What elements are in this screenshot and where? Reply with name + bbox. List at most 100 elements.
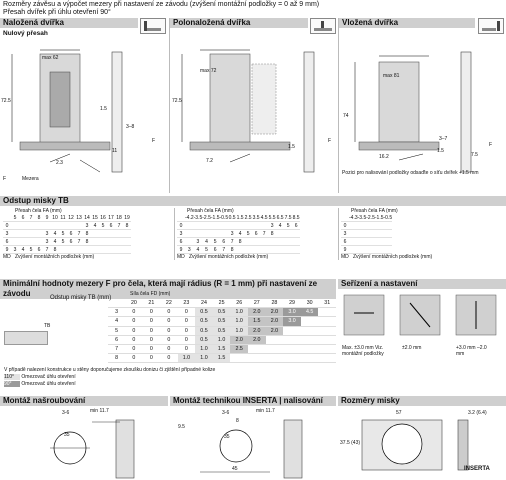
grid-cell: 4 xyxy=(51,237,59,246)
grid-cell xyxy=(115,237,123,246)
minimal-cell xyxy=(283,326,301,336)
hinge-drawing-3 xyxy=(354,51,472,173)
minimal-cell xyxy=(283,335,301,345)
grid-cell xyxy=(374,237,384,246)
grid-cell xyxy=(244,245,253,254)
dim: 9.5 xyxy=(178,424,185,430)
minimal-cell: 2.0 xyxy=(265,316,284,327)
minimal-cell xyxy=(265,335,284,345)
grid-col-header: 6 xyxy=(19,214,27,222)
grid-cell xyxy=(284,229,293,238)
screw-mount-drawing xyxy=(50,419,135,479)
grid-cell xyxy=(193,221,203,230)
grid-cell xyxy=(383,245,393,254)
grid-cell xyxy=(284,237,293,246)
minimal-cell xyxy=(283,353,301,364)
grid-cell xyxy=(185,229,194,238)
header-line-1: Rozměry závěsu a výpočet mezery při nast… xyxy=(3,1,320,8)
dim-f: F xyxy=(328,138,332,144)
grid-row-header: 9 xyxy=(3,245,11,254)
grid-cell xyxy=(123,237,131,246)
hinge-panels: Naložená dvířka Nulový přesah max 62 72.… xyxy=(0,18,506,193)
grid-cell xyxy=(83,245,91,254)
minimal-cell: 0 xyxy=(125,316,143,327)
minimal-cell: 2.0 xyxy=(248,307,266,318)
minimal-cell: 4.5 xyxy=(300,307,319,318)
minimal-cell: 0.5 xyxy=(212,316,231,327)
minimal-cell: 0 xyxy=(142,326,161,336)
grid-cell xyxy=(268,245,277,254)
minimal-row-header: 7 xyxy=(108,344,126,355)
grid-cell xyxy=(210,229,220,238)
grid-cell xyxy=(91,237,99,246)
grid-corner xyxy=(177,214,185,222)
minimal-cell xyxy=(265,344,284,355)
grid-row-header: 6 xyxy=(3,237,11,246)
minimal-cell: 0 xyxy=(142,316,161,327)
grid-cell: 3 xyxy=(43,229,51,238)
grid-cell: 3 xyxy=(268,221,277,230)
grid-col-header: 2.5 xyxy=(244,214,253,222)
grid-col-header: -3.5 xyxy=(193,214,203,222)
bottom-title-3: Rozměry misky xyxy=(338,396,506,406)
grid-row-header: 3 xyxy=(341,229,349,238)
grid-cell xyxy=(185,221,194,230)
grid-col-header: 8.5 xyxy=(292,214,301,222)
grid-col-header: 19 xyxy=(123,214,131,222)
minimal-col-header: Síla čela FD (mm) xyxy=(130,291,171,297)
minimal-cell: 3.0 xyxy=(283,307,301,318)
minimal-cell: 0 xyxy=(160,353,178,364)
minimal-cell: 0 xyxy=(177,316,196,327)
odstup-footer: MD Zvýšení montážních podložek (mm) xyxy=(177,254,269,260)
grid-cell xyxy=(107,229,115,238)
grid-cell xyxy=(91,245,99,254)
minimal-cell: 0 xyxy=(125,326,143,336)
legend-row-1: 110° Omezovač úhlu otevření xyxy=(4,374,76,380)
grid-cell xyxy=(244,237,253,246)
grid-cell: 3 xyxy=(228,229,237,238)
minimal-cell: 0 xyxy=(160,326,178,336)
grid-cell xyxy=(59,221,67,230)
grid-col-header: -0.5 xyxy=(383,214,393,222)
grid-cell: 6 xyxy=(210,245,220,254)
grid-cell xyxy=(276,245,285,254)
grid-cell xyxy=(374,229,384,238)
grid-cell xyxy=(366,237,375,246)
dim: 8 xyxy=(236,418,239,424)
minimal-col-header: 31 xyxy=(318,299,336,309)
minimal-cell: 1.0 xyxy=(230,316,249,327)
grid-cell xyxy=(11,221,19,230)
grid-row: 3 xyxy=(341,229,393,238)
bottom-title-2: Montáž technikou INSERTA | nalisování xyxy=(170,396,336,406)
grid-cell: 5 xyxy=(99,221,107,230)
grid-row-header: 0 xyxy=(177,221,185,230)
minimal-cell: 2.0 xyxy=(248,326,266,336)
grid-cell xyxy=(59,245,67,254)
grid-col-header: -1.5 xyxy=(374,214,384,222)
minimal-cell xyxy=(318,353,336,364)
dim-thickness: 11 xyxy=(112,148,118,154)
odstup-footer: MD Zvýšení montážních podložek (mm) xyxy=(3,254,95,260)
grid-cell xyxy=(115,245,123,254)
grid-cell: 3 xyxy=(11,245,19,254)
grid-row-header: 3 xyxy=(177,229,185,238)
grid-cell xyxy=(91,229,99,238)
grid-cell xyxy=(27,237,35,246)
grid-cell: 5 xyxy=(59,229,67,238)
minimal-corner xyxy=(108,299,126,309)
grid-cell xyxy=(260,237,269,246)
minimal-cell: 0.5 xyxy=(195,316,213,327)
grid-cell xyxy=(260,245,269,254)
grid-cell: 4 xyxy=(276,221,285,230)
grid-cell xyxy=(228,221,237,230)
minimal-col-header: 30 xyxy=(300,299,319,309)
grid-cell: 8 xyxy=(123,221,131,230)
inserta-brand: INSERTA xyxy=(464,466,490,472)
